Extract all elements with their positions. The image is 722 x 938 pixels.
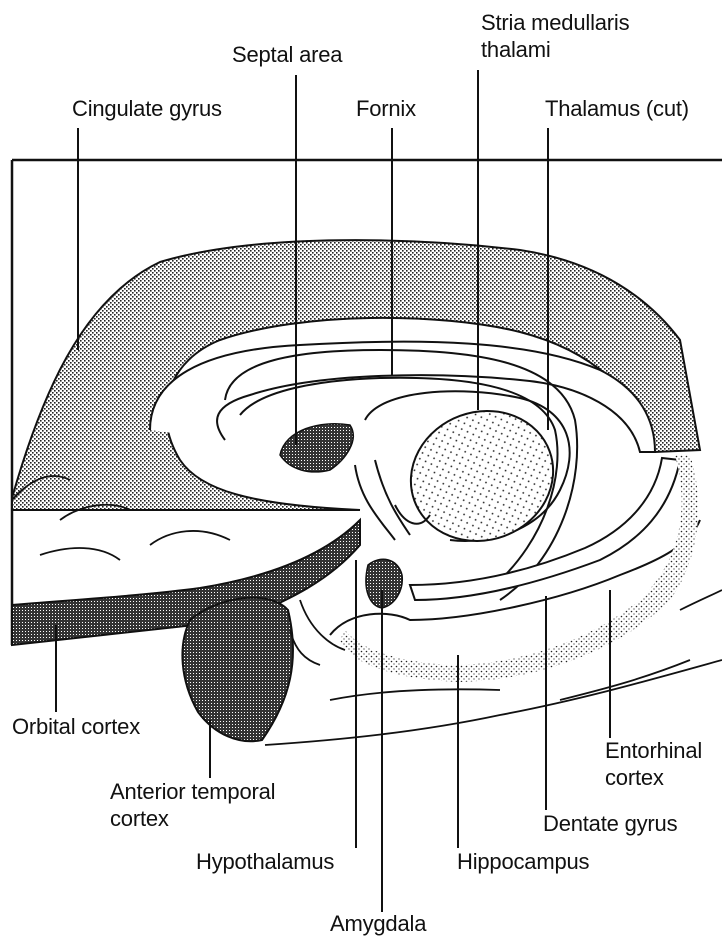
orbital-cortex-region	[12, 520, 360, 645]
label-orbital-cortex: Orbital cortex	[12, 714, 140, 740]
label-cingulate-gyrus: Cingulate gyrus	[72, 96, 222, 122]
septal-area-region	[280, 424, 353, 472]
label-entorhinal-line2: cortex	[605, 765, 664, 791]
amygdala-region	[366, 559, 402, 608]
label-fornix: Fornix	[356, 96, 416, 122]
label-stria-medullaris-line1: Stria medullaris	[481, 10, 629, 36]
hypothalamus-lines	[290, 600, 345, 665]
label-stria-medullaris-line2: thalami	[481, 37, 551, 63]
label-anterior-temporal-line2: cortex	[110, 806, 169, 832]
thalamus-cut	[392, 391, 571, 561]
label-dentate-gyrus: Dentate gyrus	[543, 811, 677, 837]
label-hypothalamus: Hypothalamus	[196, 849, 334, 875]
label-thalamus-cut: Thalamus (cut)	[545, 96, 689, 122]
label-amygdala: Amygdala	[330, 911, 426, 937]
anterior-temporal-cortex-region	[182, 598, 293, 742]
label-septal-area: Septal area	[232, 42, 342, 68]
label-anterior-temporal-line1: Anterior temporal	[110, 779, 275, 805]
label-hippocampus: Hippocampus	[457, 849, 589, 875]
label-entorhinal-line1: Entorhinal	[605, 738, 702, 764]
